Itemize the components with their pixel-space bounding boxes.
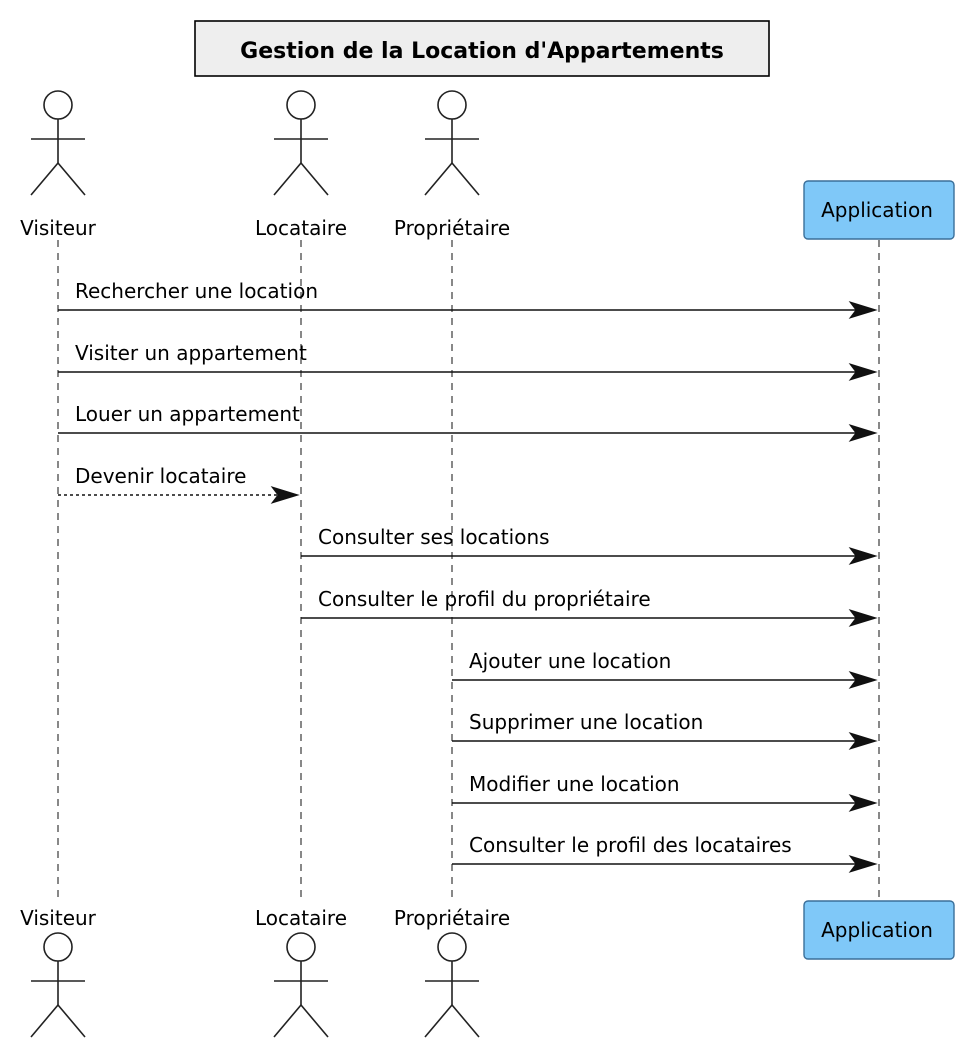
message-2: Visiter un appartement — [58, 341, 878, 381]
lifelines — [57, 240, 880, 900]
arrowhead-icon — [848, 547, 878, 565]
message-label: Devenir locataire — [75, 464, 246, 488]
participant-box-application-top: Application — [803, 180, 955, 240]
participant-label: Application — [821, 198, 933, 222]
message-4: Devenir locataire — [58, 464, 300, 504]
message-label: Modifier une location — [469, 772, 680, 796]
message-label: Supprimer une location — [469, 710, 703, 734]
actor-icon — [273, 90, 329, 196]
arrowhead-icon — [848, 794, 878, 812]
message-label: Louer un appartement — [75, 402, 300, 426]
arrowhead-icon — [848, 732, 878, 750]
arrowhead-icon — [848, 424, 878, 442]
actor-icon — [424, 932, 480, 1038]
arrowhead-icon — [848, 855, 878, 873]
participant-label: Application — [821, 918, 933, 942]
message-8: Supprimer une location — [452, 710, 878, 750]
actor-label-locataire-bottom: Locataire — [255, 906, 347, 930]
message-label: Rechercher une location — [75, 279, 318, 303]
message-6: Consulter le profil du propriétaire — [301, 587, 878, 627]
participant-rect — [803, 180, 955, 240]
actor-label-locataire-top: Locataire — [255, 216, 347, 240]
message-label: Consulter le profil du propriétaire — [318, 587, 651, 611]
participants: VisiteurVisiteurLocataireLocatairePropri… — [20, 90, 955, 1038]
arrowhead-icon — [848, 609, 878, 627]
message-10: Consulter le profil des locataires — [452, 833, 878, 873]
message-3: Louer un appartement — [58, 402, 878, 442]
arrowhead-icon — [848, 301, 878, 319]
actor-icon — [424, 90, 480, 196]
actor-label-proprietaire-bottom: Propriétaire — [394, 906, 510, 930]
message-9: Modifier une location — [452, 772, 878, 812]
participant-box-application-bottom: Application — [803, 900, 955, 960]
message-label: Visiter un appartement — [75, 341, 307, 365]
actor-label-visiteur-bottom: Visiteur — [20, 906, 97, 930]
participant-rect — [803, 900, 955, 960]
message-label: Ajouter une location — [469, 649, 671, 673]
message-label: Consulter le profil des locataires — [469, 833, 792, 857]
message-5: Consulter ses locations — [301, 525, 878, 565]
title-text: Gestion de la Location d'Appartements — [240, 39, 724, 64]
diagram-title: Gestion de la Location d'Appartements — [194, 20, 770, 77]
arrowhead-icon — [848, 671, 878, 689]
message-label: Consulter ses locations — [318, 525, 550, 549]
title-box — [194, 20, 770, 77]
actor-icon — [30, 932, 86, 1038]
arrowhead-icon — [270, 486, 300, 504]
actor-icon — [273, 932, 329, 1038]
message-7: Ajouter une location — [452, 649, 878, 689]
actor-icon — [30, 90, 86, 196]
actor-label-proprietaire-top: Propriétaire — [394, 216, 510, 240]
actor-label-visiteur-top: Visiteur — [20, 216, 97, 240]
message-1: Rechercher une location — [58, 279, 878, 319]
arrowhead-icon — [848, 363, 878, 381]
